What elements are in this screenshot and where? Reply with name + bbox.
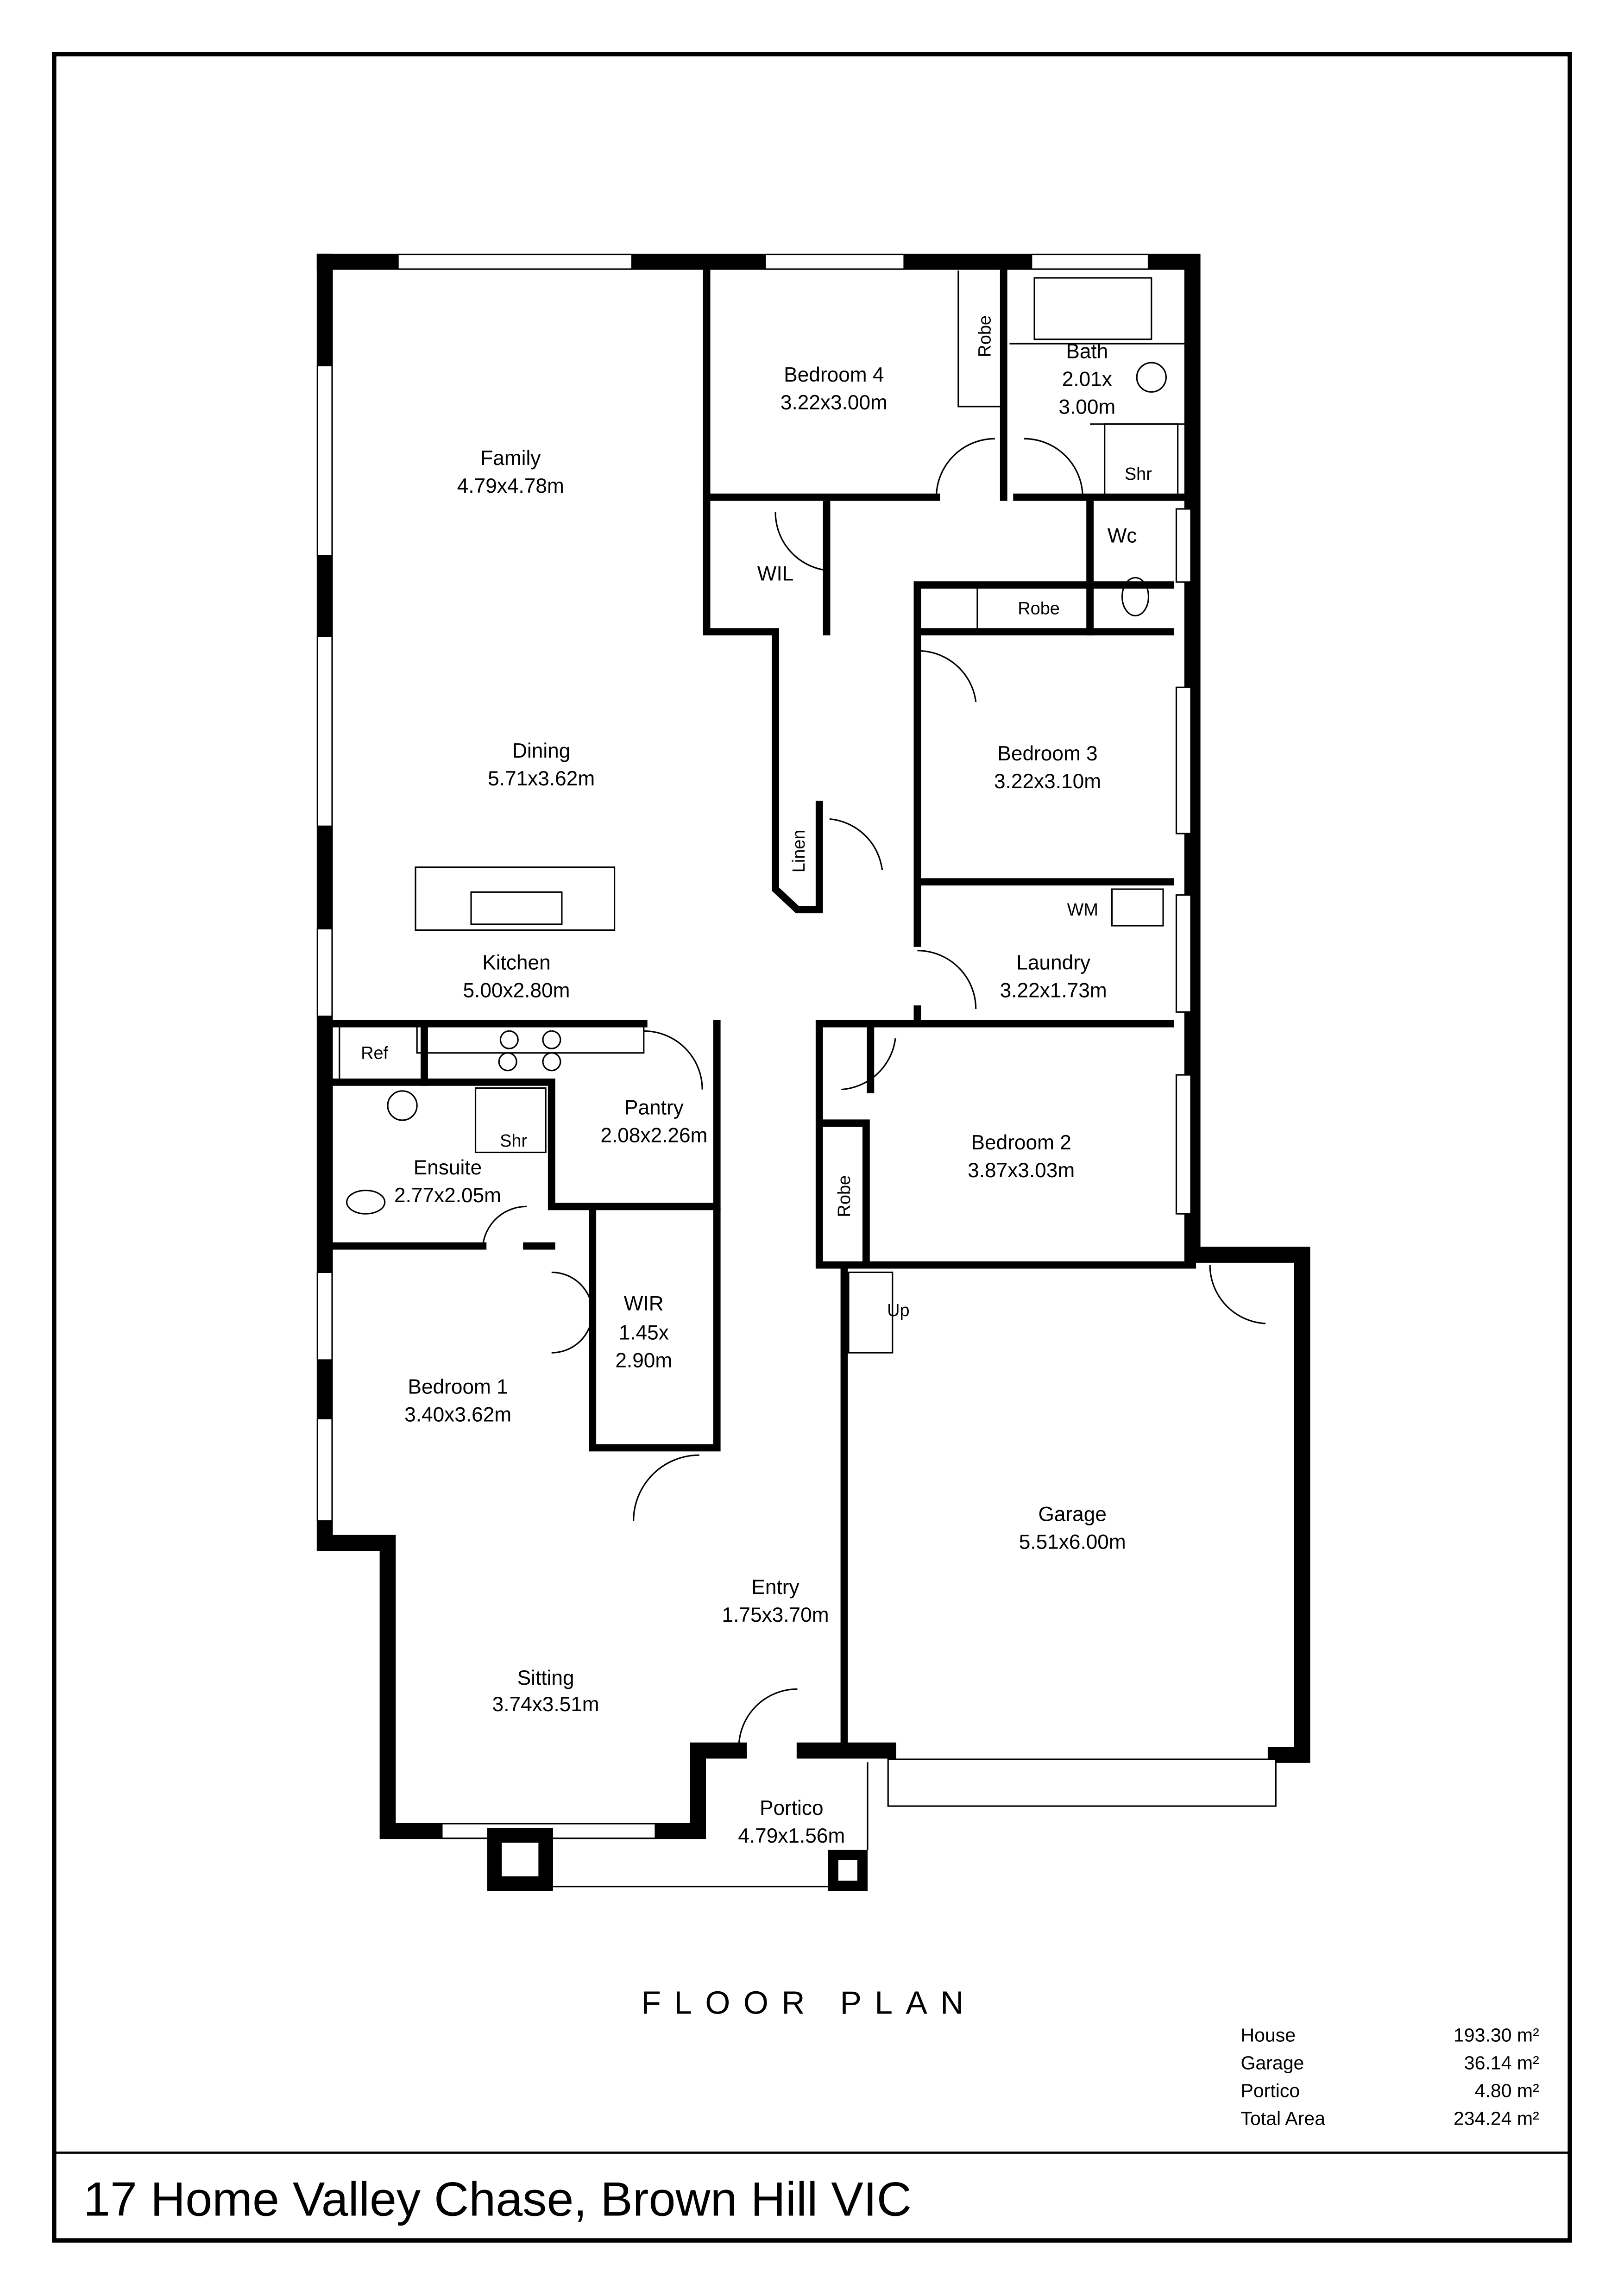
address: 17 Home Valley Chase, Brown Hill VIC <box>83 2172 912 2226</box>
bedroom4-size: 3.22x3.00m <box>781 391 888 414</box>
basin-icon <box>1136 362 1167 393</box>
wc-label: Wc <box>1108 525 1137 547</box>
bath-shower-label: Shr <box>1125 464 1152 484</box>
kitchen-size: 5.00x2.80m <box>463 979 570 1002</box>
cooktop-icon <box>498 1030 561 1072</box>
entry-label: Entry <box>751 1576 799 1599</box>
bath-label: Bath <box>1066 340 1108 363</box>
bedroom2-size: 3.87x3.03m <box>968 1159 1075 1182</box>
robe-bed3-label: Robe <box>1018 599 1060 618</box>
bath-size-2: 3.00m <box>1058 396 1115 419</box>
area-label: Portico <box>1240 2080 1300 2102</box>
bathtub-icon <box>1033 277 1152 340</box>
wil-label: WIL <box>757 563 794 585</box>
dining-label: Dining <box>512 740 570 762</box>
laundry-label: Laundry <box>1016 952 1091 974</box>
room-labels: Family 4.79x4.78m Dining 5.71x3.62m Kitc… <box>361 315 1152 1847</box>
linen-label: Linen <box>789 830 809 873</box>
ensuite-label: Ensuite <box>414 1156 482 1179</box>
area-value: 193.30 m² <box>1454 2025 1539 2046</box>
area-label: House <box>1240 2025 1296 2046</box>
bedroom4-label: Bedroom 4 <box>784 364 884 386</box>
portico-label: Portico <box>760 1797 824 1819</box>
bedroom3-label: Bedroom 3 <box>997 742 1097 765</box>
area-value: 36.14 m² <box>1464 2052 1539 2074</box>
area-label: Total Area <box>1240 2108 1325 2129</box>
toilet-icon <box>1121 577 1150 617</box>
bedroom1-label: Bedroom 1 <box>408 1376 508 1399</box>
bedroom1-size: 3.40x3.62m <box>404 1404 511 1426</box>
garage-door <box>887 1758 1277 1807</box>
ensuite-toilet-icon <box>346 1190 386 1215</box>
laundry-tub-icon <box>1111 888 1164 927</box>
entry-size: 1.75x3.70m <box>722 1604 829 1626</box>
page-frame <box>52 52 1572 2243</box>
wir-size-1: 1.45x <box>619 1322 669 1344</box>
bedroom3-size: 3.22x3.10m <box>994 770 1101 793</box>
ensuite-shower-icon <box>474 1087 547 1154</box>
garage-size: 5.51x6.00m <box>1019 1531 1126 1553</box>
robe-bed2-label: Robe <box>835 1175 854 1217</box>
garage-label: Garage <box>1038 1503 1106 1525</box>
bedroom2-label: Bedroom 2 <box>971 1131 1071 1154</box>
wm-label: WM <box>1067 900 1098 920</box>
robe-bed4-label: Robe <box>975 315 995 358</box>
portico-structure <box>487 1762 869 1891</box>
sitting-size: 3.74x3.51m <box>492 1693 599 1716</box>
page-title: FLOOR PLAN <box>641 1985 976 2021</box>
pantry-size: 2.08x2.26m <box>600 1124 707 1147</box>
pantry-label: Pantry <box>624 1096 684 1119</box>
area-summary: House 193.30 m² Garage 36.14 m² Portico … <box>1240 2025 1539 2129</box>
door-swings <box>482 438 1266 1748</box>
family-label: Family <box>480 447 541 470</box>
ensuite-shower-label: Shr <box>500 1131 527 1151</box>
ensuite-basin-icon <box>387 1090 418 1121</box>
sitting-label: Sitting <box>517 1667 574 1689</box>
family-size: 4.79x4.78m <box>457 475 564 497</box>
sink-icon <box>470 891 563 925</box>
fixtures <box>346 277 1179 1354</box>
area-value: 234.24 m² <box>1454 2108 1539 2129</box>
laundry-size: 3.22x1.73m <box>1000 979 1107 1002</box>
area-label: Garage <box>1240 2052 1304 2074</box>
dining-size: 5.71x3.62m <box>488 767 595 790</box>
kitchen-label: Kitchen <box>482 952 550 974</box>
shower-icon <box>1104 423 1179 498</box>
stairs-up-label: Up <box>887 1301 909 1320</box>
ensuite-size: 2.77x2.05m <box>394 1184 501 1207</box>
portico-size: 4.79x1.56m <box>738 1825 845 1847</box>
bath-size-1: 2.01x <box>1062 368 1112 391</box>
wir-label: WIR <box>624 1292 664 1315</box>
stair-icon <box>848 1271 894 1354</box>
interior-walls <box>321 264 1196 1452</box>
ref-label: Ref <box>361 1043 388 1063</box>
wir-size-2: 2.90m <box>615 1349 672 1372</box>
area-value: 4.80 m² <box>1475 2080 1539 2102</box>
